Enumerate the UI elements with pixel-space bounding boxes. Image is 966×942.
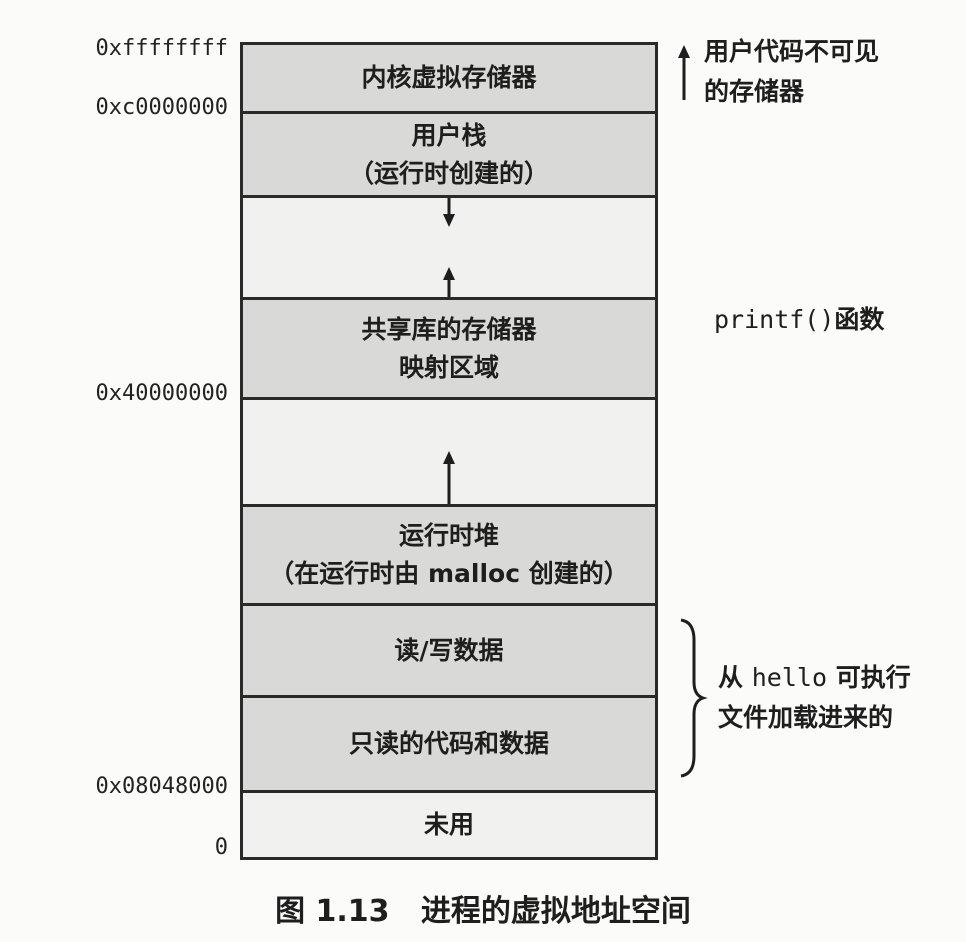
figure-title: 进程的虚拟地址空间 — [420, 894, 691, 929]
kernel-note-up-arrow-icon — [678, 45, 690, 100]
kernel-note-line2: 的存储器 — [704, 77, 805, 106]
printf-code: printf() — [714, 305, 835, 334]
heap-growth-gap — [240, 397, 658, 507]
figure-number: 图 1.13 — [275, 894, 390, 929]
runtime-heap-sublabel: （在运行时由 malloc 创建的） — [269, 559, 629, 588]
hello-prefix: 从 — [718, 663, 744, 692]
hello-note-line1: 从 hello 可执行 — [718, 658, 911, 698]
hello-code: hello — [751, 663, 827, 692]
runtime-heap-segment: 运行时堆 （在运行时由 malloc 创建的） — [240, 504, 658, 606]
address-zero: 0 — [214, 835, 228, 860]
unused-segment: 未用 — [240, 790, 658, 860]
kernel-segment-label: 内核虚拟存储器 — [361, 63, 537, 92]
read-only-code-segment: 只读的代码和数据 — [240, 695, 658, 793]
printf-suffix: 函数 — [834, 305, 885, 334]
hello-segments-brace-icon — [680, 618, 708, 778]
hello-suffix: 可执行 — [835, 663, 911, 692]
user-stack-sublabel: （运行时创建的） — [348, 158, 549, 188]
read-write-data-segment: 读/写数据 — [240, 603, 658, 698]
figure-caption: 图 1.13 进程的虚拟地址空间 — [0, 886, 966, 930]
hello-note-line2: 文件加载进来的 — [718, 703, 894, 732]
kernel-note: 用户代码不可见 的存储器 — [704, 32, 879, 112]
printf-note: printf()函数 — [714, 300, 884, 340]
shared-library-sublabel: 映射区域 — [398, 352, 499, 382]
user-stack-segment: 用户栈 （运行时创建的） — [240, 111, 658, 198]
read-only-code-label: 只读的代码和数据 — [348, 729, 549, 758]
address-kernel-base: 0xc0000000 — [95, 95, 228, 120]
address-program-base: 0x08048000 — [95, 774, 228, 799]
shared-library-label: 共享库的存储器 — [361, 314, 537, 344]
hello-note: 从 hello 可执行 文件加载进来的 — [718, 658, 911, 738]
unused-label: 未用 — [423, 810, 474, 839]
kernel-virtual-memory-segment: 内核虚拟存储器 — [240, 42, 658, 114]
stack-growth-gap — [240, 195, 658, 300]
address-top: 0xffffffff — [95, 36, 228, 61]
read-write-data-label: 读/写数据 — [394, 635, 504, 665]
address-shared-base: 0x40000000 — [95, 381, 228, 406]
kernel-note-line1: 用户代码不可见 — [704, 37, 880, 66]
runtime-heap-label: 运行时堆 — [398, 521, 499, 550]
shared-library-segment: 共享库的存储器 映射区域 — [240, 297, 658, 400]
user-stack-label: 用户栈 — [411, 120, 487, 150]
